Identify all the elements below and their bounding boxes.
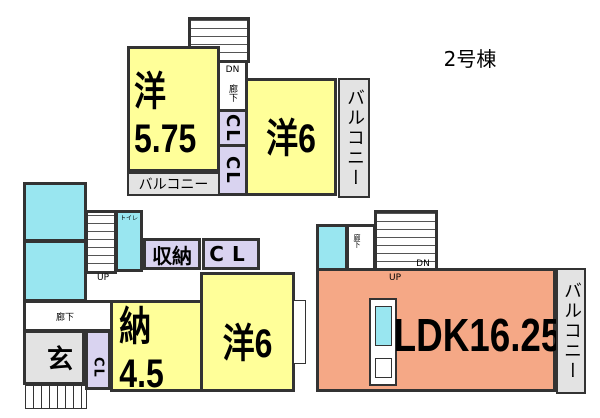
room-label: 洋5.75 — [134, 69, 197, 161]
closet-label: CL — [90, 357, 106, 379]
entrance-label: 玄 — [46, 345, 73, 375]
toilet — [316, 224, 348, 272]
up-label: UP — [388, 273, 401, 283]
corridor-label: 廊下 — [227, 84, 237, 102]
closet-label: CL — [222, 113, 243, 143]
entrance — [23, 330, 85, 385]
sink-icon — [375, 306, 392, 346]
window — [293, 300, 306, 364]
closet-label: CL — [222, 155, 243, 185]
balcony — [338, 78, 370, 198]
storage — [143, 238, 201, 270]
closet — [85, 330, 111, 390]
building-label: 2号棟 — [443, 46, 497, 71]
closet-label: CL — [209, 242, 253, 266]
storage-label: 収納 — [152, 243, 192, 268]
up-label: UP — [96, 273, 109, 283]
balcony-label: バルコニー — [138, 177, 209, 193]
balcony-label: バルコニー — [344, 88, 365, 188]
balcony-label: バルコニー — [561, 281, 582, 381]
ldk — [316, 268, 556, 392]
balcony — [556, 268, 586, 394]
washroom — [23, 240, 87, 302]
bathroom — [23, 182, 87, 242]
toilet — [115, 210, 143, 272]
closet — [202, 238, 260, 270]
stairs — [85, 210, 117, 274]
corridor-label: 廊下 — [353, 234, 361, 248]
corridor — [23, 300, 113, 332]
entrance-tiles — [25, 385, 87, 409]
toilet-label: トイレ — [119, 214, 138, 222]
dn-label: DN — [225, 65, 240, 75]
room-label: 洋6 — [266, 117, 316, 161]
dn-label: DN — [416, 259, 430, 269]
room-western-6 — [245, 78, 337, 196]
closet — [217, 144, 248, 196]
room-label: 納4.5 — [119, 304, 164, 396]
kitchen-counter — [369, 298, 397, 386]
corridor-label: 廊下 — [55, 312, 74, 323]
room-western-5-75 — [127, 46, 220, 172]
balcony — [127, 172, 220, 196]
room-label: 洋6 — [222, 322, 273, 366]
ldk-label: LDK16.25 — [393, 309, 562, 361]
stove-icon — [375, 358, 392, 378]
